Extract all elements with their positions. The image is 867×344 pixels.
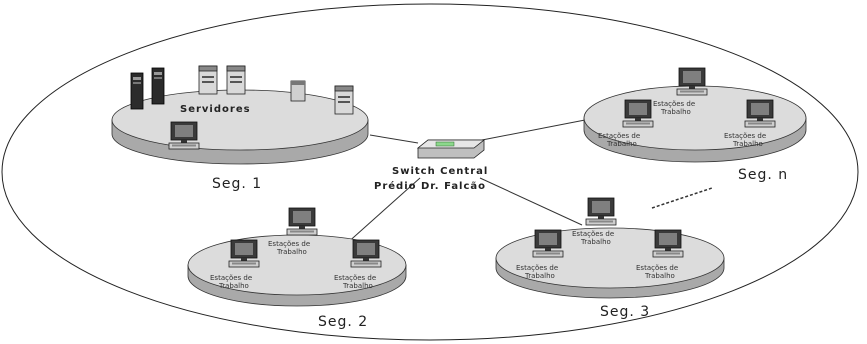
switch-label-line1: Switch Central <box>392 166 488 177</box>
segment-2-disc <box>187 234 407 307</box>
switch-port-light <box>435 141 455 147</box>
workstation-label: Estações de <box>724 132 766 140</box>
link-seg3 <box>479 177 583 226</box>
workstation-icon <box>622 99 654 128</box>
workstation-label: Trabalho <box>660 108 691 116</box>
segment-1: Servidores Seg. 1 <box>111 65 369 192</box>
network-boundary <box>1 3 859 341</box>
workstation-icon <box>585 197 617 226</box>
workstation-icon <box>168 121 200 150</box>
workstation-label: Trabalho <box>732 140 763 148</box>
workstation-label: Estações de <box>334 274 376 282</box>
workstation-label: Trabalho <box>276 248 307 256</box>
segment-3: Estações de Trabalho Estações de Trabalh… <box>495 197 725 320</box>
workstation-label: Estações de <box>636 264 678 272</box>
server-box-icon <box>226 65 246 95</box>
workstation-label: Trabalho <box>218 282 249 290</box>
workstation-icon <box>652 229 684 258</box>
workstation-label: Trabalho <box>342 282 373 290</box>
workstation-label: Estações de <box>598 132 640 140</box>
workstation-label: Trabalho <box>606 140 637 148</box>
workstation-label: Trabalho <box>644 272 675 280</box>
link-seg2 <box>344 177 421 246</box>
server-box-icon <box>334 85 354 115</box>
workstation-label: Trabalho <box>524 272 555 280</box>
workstation-label: Estações de <box>210 274 252 282</box>
central-switch: Switch Central Prédio Dr. Falcão <box>374 139 488 192</box>
segment-n: Estações de Trabalho Estações de Trabalh… <box>583 67 807 183</box>
workstation-label: Estações de <box>516 264 558 272</box>
segment-1-disc <box>111 89 369 165</box>
workstation-label: Trabalho <box>580 238 611 246</box>
workstation-icon <box>228 239 260 268</box>
servers-label: Servidores <box>180 104 251 115</box>
dashed-link <box>651 187 713 209</box>
segment-2: Estações de Trabalho Estações de Trabalh… <box>187 207 407 330</box>
connection-lines <box>344 119 713 246</box>
workstation-icon <box>744 99 776 128</box>
workstation-icon <box>532 229 564 258</box>
segment-3-label: Seg. 3 <box>600 304 650 320</box>
server-box-icon <box>290 80 306 102</box>
server-tower-icon <box>151 67 165 105</box>
segment-1-label: Seg. 1 <box>212 176 262 192</box>
workstation-icon <box>350 239 382 268</box>
server-box-icon <box>198 65 218 95</box>
server-tower-icon <box>130 72 144 110</box>
segment-2-label: Seg. 2 <box>318 314 368 330</box>
link-seg1 <box>369 134 419 144</box>
workstation-icon <box>286 207 318 236</box>
link-segn <box>481 119 586 141</box>
workstation-icon <box>676 67 708 96</box>
switch-label-line2: Prédio Dr. Falcão <box>374 180 486 192</box>
workstation-label: Estações de <box>572 230 614 238</box>
segment-n-label: Seg. n <box>738 167 788 183</box>
workstation-label: Estações de <box>653 100 695 108</box>
workstation-label: Estações de <box>268 240 310 248</box>
